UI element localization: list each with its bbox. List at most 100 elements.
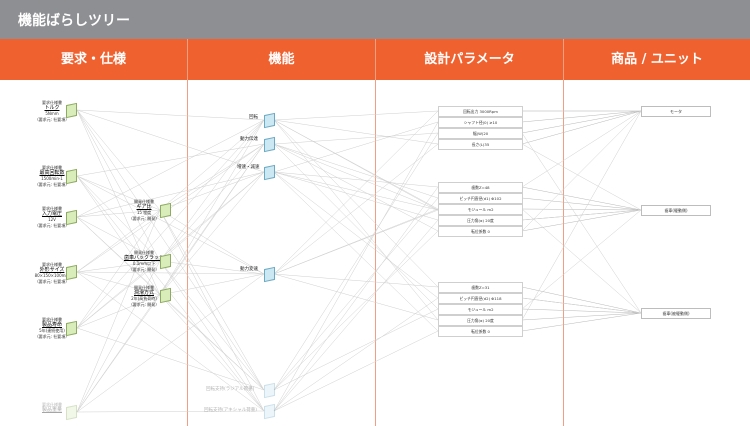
function-node-icon[interactable] bbox=[264, 266, 275, 283]
parameter-box[interactable]: モジュール m2 bbox=[438, 204, 523, 215]
connector-line bbox=[273, 143, 439, 199]
connector-line bbox=[159, 171, 265, 211]
connection-lines bbox=[76, 109, 642, 413]
unit-box[interactable]: 歯車(被駆動側) bbox=[641, 308, 711, 319]
parameter-box[interactable]: 圧力角(α) 20度 bbox=[438, 215, 523, 226]
parameter-box[interactable]: 転位係数 0 bbox=[438, 326, 523, 337]
connector-line bbox=[159, 209, 265, 275]
parameter-box[interactable]: 歯数Z=48 bbox=[438, 182, 523, 193]
connector-line bbox=[76, 109, 161, 262]
connector-line bbox=[76, 119, 265, 218]
connector-line bbox=[273, 110, 439, 121]
connector-line bbox=[76, 260, 161, 329]
sub-requirement-node-icon[interactable] bbox=[160, 253, 171, 270]
parameter-box[interactable]: 回転出力 3000Rpm bbox=[438, 106, 523, 117]
requirement-item[interactable]: 要求仕様書 入力電圧 12V 〈要求元: 社要項〉 bbox=[34, 206, 70, 228]
connector-line bbox=[76, 271, 265, 275]
parameter-box[interactable]: 歯数Z=31 bbox=[438, 282, 523, 293]
connector-line bbox=[273, 219, 439, 412]
sub-requirement-item[interactable]: 開発仕様書 潤滑方式 2年(高負荷時) 〈要求元: 開発〉 bbox=[128, 285, 160, 307]
requirement-node-icon[interactable] bbox=[66, 404, 77, 421]
connector-line bbox=[521, 110, 642, 321]
connector-line bbox=[76, 410, 265, 413]
connector-line bbox=[521, 209, 642, 232]
parameter-box[interactable]: ピッチ円直径(d1) Φ102 bbox=[438, 193, 523, 204]
connector-line bbox=[76, 175, 161, 296]
connector-line bbox=[521, 312, 642, 321]
function-node-icon[interactable] bbox=[264, 164, 275, 181]
connector-line bbox=[521, 110, 642, 188]
connector-line bbox=[273, 230, 439, 391]
parameter-box[interactable]: 長さ(L)35 bbox=[438, 139, 523, 150]
parameter-box[interactable]: ピッチ円直径(d2) Φ118 bbox=[438, 293, 523, 304]
connector-line bbox=[521, 209, 642, 310]
function-label[interactable]: 回転支持(ラジアル荷重) bbox=[206, 387, 255, 392]
connector-line bbox=[521, 110, 642, 123]
sub-requirement-node-icon[interactable] bbox=[160, 202, 171, 219]
function-label[interactable]: 動力伝達 bbox=[240, 137, 258, 142]
connector-line bbox=[76, 327, 265, 391]
connector-line bbox=[76, 143, 265, 413]
connector-line bbox=[521, 110, 642, 145]
column-header-units[interactable]: 商品 / ユニット bbox=[611, 52, 703, 67]
connector-line bbox=[273, 132, 439, 391]
requirement-item[interactable]: 要求仕様書 外形サイズ 80×150×100mm 〈要求元: 社要項〉 bbox=[34, 262, 70, 284]
function-node-icon[interactable] bbox=[264, 382, 275, 399]
connector-line bbox=[76, 109, 161, 296]
parameter-box[interactable]: 転位係数 0 bbox=[438, 226, 523, 237]
parameter-box[interactable]: シャフト径(0) ≥10 bbox=[438, 117, 523, 128]
connector-line bbox=[159, 260, 265, 275]
unit-box[interactable]: モータ bbox=[641, 106, 711, 117]
connector-line bbox=[76, 271, 161, 296]
column-header-functions[interactable]: 機能 bbox=[268, 52, 295, 67]
connector-line bbox=[273, 143, 439, 310]
requirement-item[interactable]: 要求仕様書 製品重量 bbox=[41, 402, 62, 413]
function-label[interactable]: 増速・減速 bbox=[237, 165, 260, 170]
requirement-node-icon[interactable] bbox=[66, 320, 77, 337]
connector-line bbox=[76, 175, 161, 262]
connector-line bbox=[273, 121, 439, 412]
app-title: 機能ばらしツリー bbox=[18, 13, 130, 29]
connector-line bbox=[76, 171, 265, 329]
requirement-node-icon[interactable] bbox=[66, 264, 77, 281]
connector-line bbox=[159, 209, 265, 391]
connector-line bbox=[521, 186, 642, 211]
connector-line bbox=[76, 209, 161, 413]
requirement-item[interactable]: 要求仕様書 製品寿命 5年(連続使用) 〈要求元: 社要項〉 bbox=[34, 317, 70, 339]
requirement-item[interactable]: 要求仕様書 最高回転数 1500min-1 〈要求元: 社要項〉 bbox=[34, 165, 70, 187]
connector-line bbox=[273, 171, 439, 332]
connector-line bbox=[76, 109, 265, 173]
connector-line bbox=[273, 119, 439, 211]
connector-line bbox=[521, 312, 642, 332]
connector-line bbox=[521, 110, 642, 134]
parameter-box[interactable]: モジュール m2 bbox=[438, 304, 523, 315]
function-node-icon[interactable] bbox=[264, 112, 275, 129]
title-bar: 機能ばらしツリー bbox=[0, 0, 750, 39]
unit-box[interactable]: 歯車(駆動側) bbox=[641, 205, 711, 216]
sub-requirement-item[interactable]: 開発仕様書 ギア比 15 程度 〈要求元: 開発〉 bbox=[128, 199, 160, 221]
function-label[interactable]: 回転 bbox=[249, 115, 258, 120]
requirement-node-icon[interactable] bbox=[66, 209, 77, 226]
requirement-node-icon[interactable] bbox=[66, 168, 77, 185]
column-header-requirements[interactable]: 要求・仕様 bbox=[60, 52, 126, 67]
connector-line bbox=[76, 216, 265, 391]
connector-line bbox=[76, 171, 265, 218]
function-node-icon[interactable] bbox=[264, 136, 275, 153]
parameter-box[interactable]: 幅(W)20 bbox=[438, 128, 523, 139]
sub-requirement-node-icon[interactable] bbox=[160, 287, 171, 304]
connector-line bbox=[159, 294, 265, 412]
function-node-icon[interactable] bbox=[264, 403, 275, 420]
requirement-node-icon[interactable] bbox=[66, 102, 77, 119]
connector-line bbox=[521, 308, 642, 314]
connector-line bbox=[159, 143, 265, 211]
connector-line bbox=[273, 171, 439, 188]
column-header-parameters[interactable]: 設計パラメータ bbox=[424, 52, 515, 67]
parameter-box[interactable]: 圧力角(α) 20度 bbox=[438, 315, 523, 326]
connector-line bbox=[159, 119, 265, 211]
function-label[interactable]: 動力変速 bbox=[240, 267, 258, 272]
requirement-item[interactable]: 要求仕様書 トルク 5Nmm 〈要求元: 社要項〉 bbox=[34, 100, 70, 122]
sub-requirement-item[interactable]: 開発仕様書 歯車バックラッシ 0.1mm以下 〈要求元: 開発〉 bbox=[123, 250, 164, 272]
function-label[interactable]: 回転支持(アキシャル荷重) bbox=[204, 408, 258, 413]
connector-line bbox=[76, 216, 161, 262]
connector-line bbox=[76, 273, 265, 413]
